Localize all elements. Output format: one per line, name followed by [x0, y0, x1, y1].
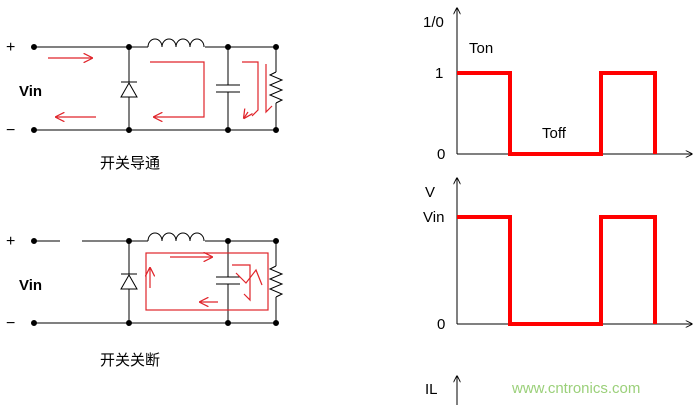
- waveform-current: IL: [425, 376, 457, 405]
- watermark: www.cntronics.com: [511, 380, 640, 397]
- toff-label: Toff: [542, 125, 567, 142]
- ton-label: Ton: [469, 40, 493, 57]
- tick-label-high: 1: [435, 65, 443, 82]
- tick-label-high: Vin: [423, 209, 444, 226]
- inductor: [147, 232, 205, 242]
- vin-label: Vin: [19, 277, 42, 294]
- voltage-pulse-train: [457, 215, 657, 326]
- resistor: [268, 47, 284, 130]
- vin-label: Vin: [19, 83, 42, 100]
- waveform-voltage: V Vin 0: [423, 178, 692, 333]
- y-axis-label: IL: [425, 381, 438, 398]
- minus-terminal-label: −: [6, 122, 15, 139]
- plus-terminal-label: +: [6, 39, 15, 56]
- caption-switch-off: 开关关断: [100, 352, 160, 369]
- tick-label-zero: 0: [437, 316, 445, 333]
- diode: [120, 47, 138, 130]
- current-path-on: [48, 58, 273, 118]
- capacitor: [216, 241, 240, 323]
- caption-switch-on: 开关导通: [100, 155, 160, 172]
- switch-pulse-train: [457, 71, 657, 156]
- circuit-switch-on: + −: [6, 38, 284, 172]
- resistor: [268, 241, 284, 323]
- tick-label-zero: 0: [437, 146, 445, 163]
- inductor: [147, 38, 205, 48]
- current-path-off: [146, 253, 269, 311]
- plus-terminal-label: +: [6, 233, 15, 250]
- y-axis-label: V: [425, 184, 435, 201]
- diode: [120, 241, 138, 323]
- circuit-switch-off: + − Vin: [6, 232, 284, 369]
- minus-terminal-label: −: [6, 315, 15, 332]
- y-axis-label: 1/0: [423, 14, 444, 31]
- waveform-switch-state: 1/0 1 0 Ton Toff: [423, 8, 692, 163]
- capacitor: [216, 47, 240, 130]
